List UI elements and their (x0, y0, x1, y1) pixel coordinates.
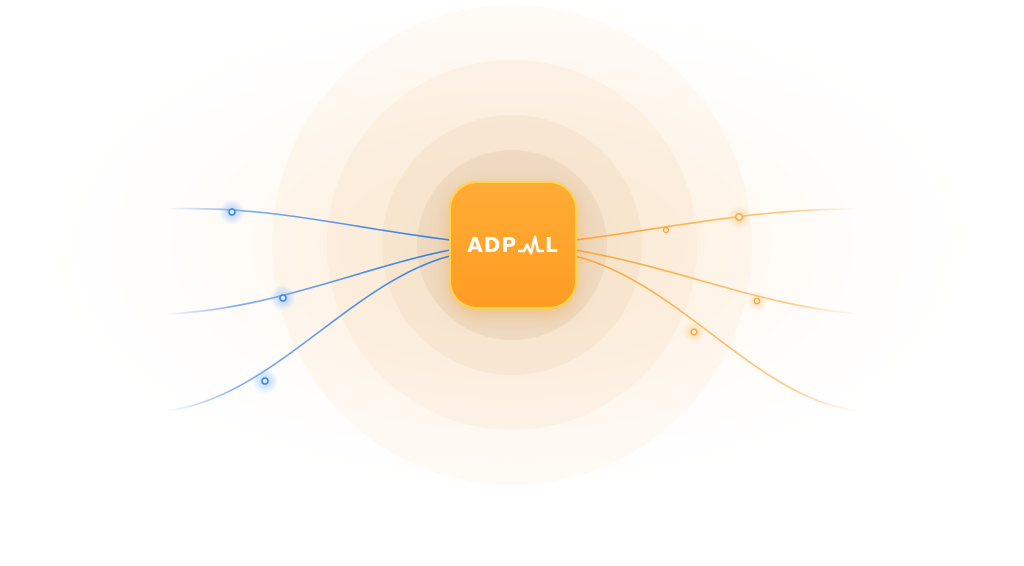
pulse-icon (518, 235, 544, 255)
left-link-2 (164, 249, 451, 315)
right-link-3 (574, 255, 861, 412)
right-node-1a (662, 226, 670, 234)
left-link-3 (164, 255, 451, 412)
right-link-1 (574, 208, 861, 241)
right-node-3 (690, 328, 698, 336)
left-node-2 (279, 294, 287, 302)
adpal-logo: ADP L (467, 234, 559, 256)
left-link-1 (164, 207, 451, 241)
adpal-app-icon[interactable]: ADP L (449, 181, 577, 309)
left-node-3 (261, 377, 269, 385)
right-node-2 (753, 297, 761, 305)
right-link-2 (574, 249, 861, 315)
right-node-1b (735, 213, 743, 221)
logo-text-left: ADP (467, 233, 517, 257)
left-node-1 (228, 208, 236, 216)
logo-text-right: L (545, 233, 559, 257)
